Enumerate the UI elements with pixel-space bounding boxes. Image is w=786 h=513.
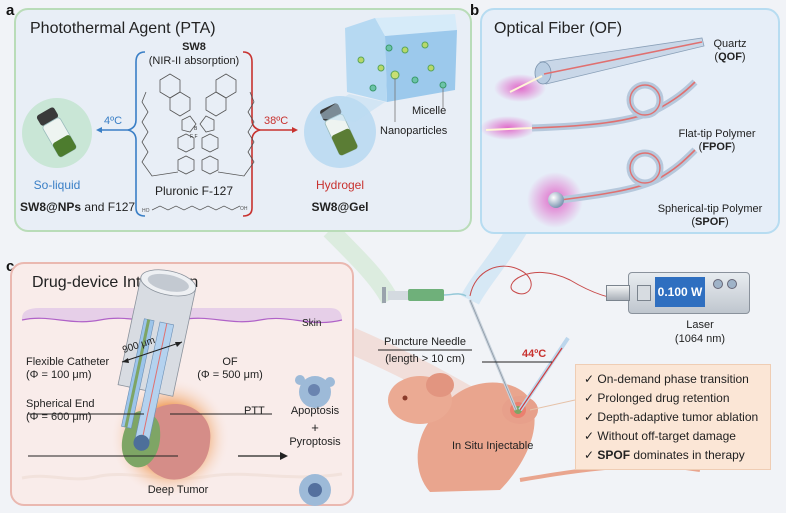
benefit-item: ✓ Depth-adaptive tumor ablation: [584, 410, 758, 424]
panel-a-letter: a: [6, 2, 15, 19]
f127-structure: HO OH: [142, 205, 248, 214]
outcome-plus: +: [311, 420, 319, 435]
cold-state-label: So-liquid: [33, 178, 81, 192]
warm-temperature: 38ºC: [264, 115, 289, 127]
benefit-text: Prolonged drug retention: [597, 391, 730, 405]
benefit-item: ✓ On-demand phase transition: [584, 372, 749, 386]
panel-b-title: Optical Fiber (OF): [494, 20, 623, 37]
warm-composition: SW8@Gel: [311, 200, 369, 214]
spherical-tip-polymer-fiber: [527, 147, 698, 228]
needle-label: Puncture Needle: [384, 336, 466, 348]
micelle-label: Micelle: [412, 105, 447, 117]
benefit-item: ✓ Prolonged drug retention: [584, 391, 730, 405]
of-label: OF: [222, 356, 238, 368]
hydrogel-cube: [315, 14, 457, 122]
molecule-property: (NIR-II absorption): [148, 55, 240, 67]
check-icon: ✓: [584, 448, 595, 462]
benefit-text: On-demand phase transition: [597, 372, 749, 386]
laser-device: 0.100 W: [628, 272, 750, 314]
cold-composition-rest: and F127: [81, 200, 136, 214]
benefit-item: ✓ SPOF dominates in therapy: [584, 448, 745, 462]
spof-abbr: (SPOF): [691, 216, 729, 228]
qof-abbr: (QOF): [714, 51, 746, 63]
catheter-size: (Φ = 100 μm): [26, 369, 92, 381]
warm-state-label: Hydrogel: [315, 178, 365, 192]
diameter-arrow: [121, 341, 183, 363]
tumor-label: Deep Tumor: [147, 484, 209, 496]
quartz-fiber: [494, 37, 705, 102]
nanoparticle-dots: [357, 41, 447, 92]
outcome-apoptosis: Apoptosis: [290, 405, 340, 417]
laser-connector: [606, 285, 630, 301]
needle-length: (length > 10 cm): [385, 353, 465, 365]
benefit-text: Depth-adaptive tumor ablation: [597, 410, 759, 424]
laser-knob-2[interactable]: [727, 279, 737, 289]
cold-composition: SW8@NPs and F127: [20, 200, 135, 214]
panel-c-letter: c: [6, 258, 15, 275]
sw8-molecule-structure: B F F: [141, 73, 255, 177]
svg-text:F F: F F: [190, 134, 198, 140]
laser-wavelength: (1064 nm): [674, 333, 726, 345]
cold-composition-bold: SW8@NPs: [20, 200, 82, 214]
fpof-abbr: (FPOF): [698, 141, 736, 153]
qof-abbr-text: QOF: [718, 51, 742, 63]
check-icon: ✓: [584, 391, 595, 405]
fpof-name: Flat-tip Polymer: [678, 128, 756, 140]
injection-label: In Situ Injectable: [452, 440, 534, 452]
spof-name: Spherical-tip Polymer: [657, 203, 763, 215]
outcome-pyroptosis: Pyroptosis: [289, 436, 341, 448]
syringe: [382, 287, 467, 303]
polymer-name: Pluronic F-127: [154, 184, 234, 198]
fpof-abbr-text: FPOF: [702, 141, 732, 153]
end-size: (Φ = 600 μm): [26, 411, 92, 423]
optical-fibers-illustration: [480, 37, 705, 228]
catheter-label: Flexible Catheter: [26, 356, 110, 368]
svg-text:B: B: [194, 126, 198, 132]
cold-temperature: 4ºC: [104, 115, 123, 127]
benefit-text: Without off-target damage: [597, 429, 736, 443]
fiber-cable: [469, 265, 631, 301]
panel-a-title: Photothermal Agent (PTA): [30, 20, 216, 37]
svg-text:OH: OH: [240, 206, 248, 212]
sol-liquid-vial: [22, 98, 92, 168]
of-size: (Φ = 500 μm): [197, 369, 263, 381]
laser-power-display: 0.100 W: [655, 277, 705, 307]
spof-abbr-text: SPOF: [695, 216, 725, 228]
temperature-readout: 44ºC: [522, 348, 547, 360]
check-icon: ✓: [584, 372, 595, 386]
therapy-label: PTT: [244, 405, 265, 417]
benefit-item: ✓ Without off-target damage: [584, 429, 736, 443]
pyroptosis-cell: [299, 474, 331, 506]
drug-device-illustration: [21, 269, 343, 506]
benefit-bold: SPOF: [597, 448, 631, 462]
check-icon: ✓: [584, 429, 595, 443]
panel-b-letter: b: [470, 2, 480, 19]
skin-label: Skin: [302, 318, 322, 329]
laser-label: Laser: [686, 319, 714, 331]
catheter-sheath: [117, 269, 197, 451]
laser-knob-1[interactable]: [713, 279, 723, 289]
check-icon: ✓: [584, 410, 595, 424]
benefit-text: dominates in therapy: [630, 448, 745, 462]
benefits-box: ✓ On-demand phase transition ✓ Prolonged…: [575, 364, 771, 470]
end-label: Spherical End: [26, 398, 95, 410]
nanoparticles-label: Nanoparticles: [380, 125, 448, 137]
flat-tip-polymer-fiber: [480, 79, 698, 140]
laser-switch[interactable]: [637, 285, 651, 301]
apoptosis-cell: [295, 375, 335, 408]
svg-text:HO: HO: [142, 208, 150, 214]
molecule-name: SW8: [182, 41, 206, 53]
qof-name: Quartz: [713, 38, 747, 50]
